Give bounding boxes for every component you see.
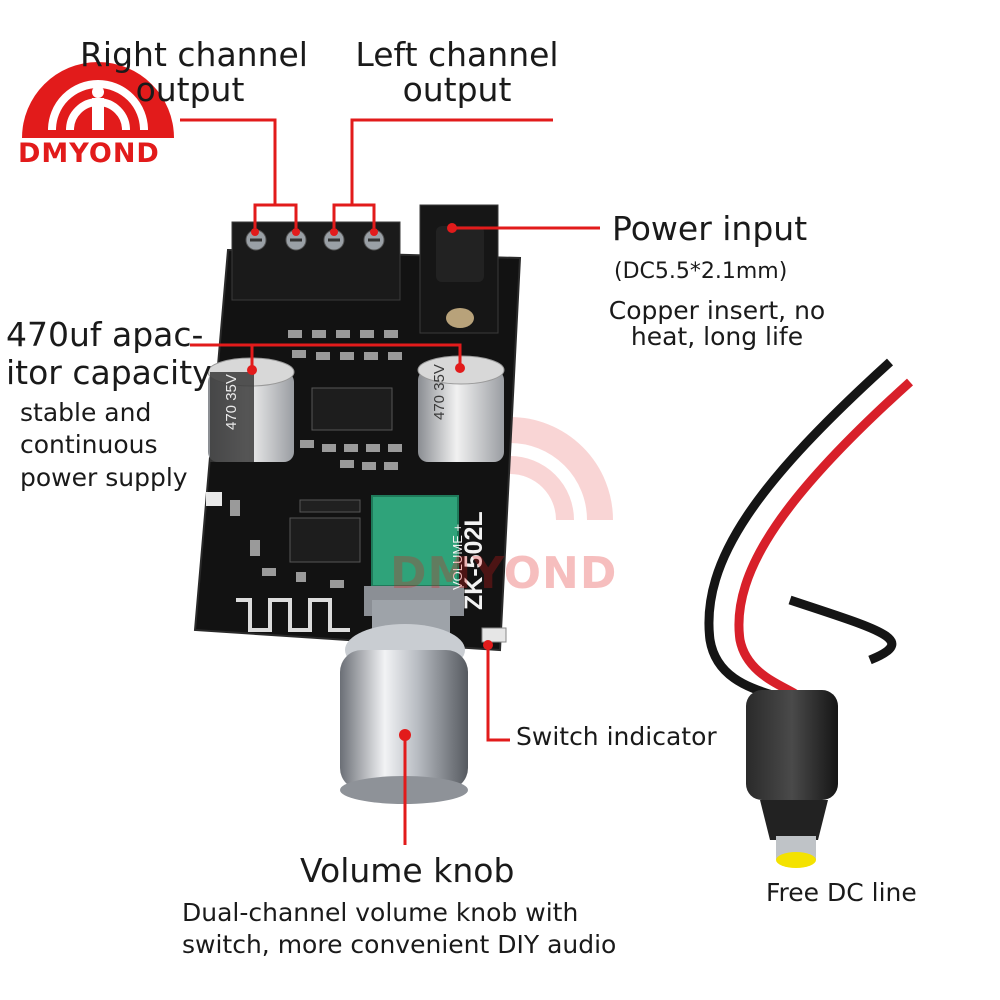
right-channel-line1: Right channel bbox=[80, 35, 308, 74]
left-channel-line2: output bbox=[402, 69, 512, 109]
cap-left-marking: 470 35V bbox=[223, 374, 240, 430]
capacitor-desc-line1: stable and bbox=[20, 398, 152, 427]
power-input-spec: (DC5.5*2.1mm) bbox=[614, 259, 788, 284]
volume-knob-desc: Dual-channel volume knob with switch, mo… bbox=[182, 898, 617, 960]
capacitor-desc-line2: continuous bbox=[20, 430, 158, 460]
watermark-brand-name: DMYOND bbox=[390, 548, 618, 599]
capacitor-label-line2: itor capacity bbox=[6, 353, 212, 392]
volume-knob-desc-line1: Dual-channel volume knob with bbox=[182, 898, 579, 927]
brand-logo bbox=[22, 62, 174, 138]
cap-right-marking: 470 35V bbox=[431, 364, 448, 420]
capacitor-label-line1: 470uf apac- bbox=[6, 315, 204, 354]
free-dc-line-label: Free DC line bbox=[766, 878, 917, 907]
brand-name: DMYOND bbox=[18, 138, 160, 169]
volume-knob-title: Volume knob bbox=[300, 851, 515, 890]
left-channel-line1: Left channel bbox=[355, 35, 559, 74]
callout-dots bbox=[247, 223, 493, 741]
power-input-desc-line1: Copper insert, no bbox=[608, 296, 826, 325]
capacitor-desc-line3: power supply bbox=[20, 462, 188, 492]
volume-knob-desc-line2: switch, more convenient DIY audio bbox=[182, 930, 617, 960]
right-channel-line2: output bbox=[135, 69, 245, 109]
board-model-text: ZK-502L bbox=[460, 511, 488, 610]
volume-knob-image bbox=[340, 600, 468, 804]
power-input-title: Power input bbox=[612, 209, 808, 248]
left-channel-label: Left channel output bbox=[346, 35, 568, 109]
power-input-desc-line2: heat, long life bbox=[630, 322, 804, 352]
right-channel-label: Right channel output bbox=[80, 35, 308, 109]
callout-lines bbox=[180, 118, 600, 845]
board-volume-mark: VOLUME + bbox=[450, 524, 465, 590]
dc-cable-image bbox=[704, 358, 914, 714]
capacitor-desc: stable and continuous power supply bbox=[20, 398, 188, 492]
switch-indicator-label: Switch indicator bbox=[516, 722, 717, 751]
dc-plug-image bbox=[746, 690, 838, 868]
amplifier-board: 470 35V 470 35V bbox=[193, 204, 522, 652]
dc-power-jack bbox=[419, 204, 499, 334]
power-input-desc: Copper insert, no heat, long life bbox=[594, 296, 840, 352]
